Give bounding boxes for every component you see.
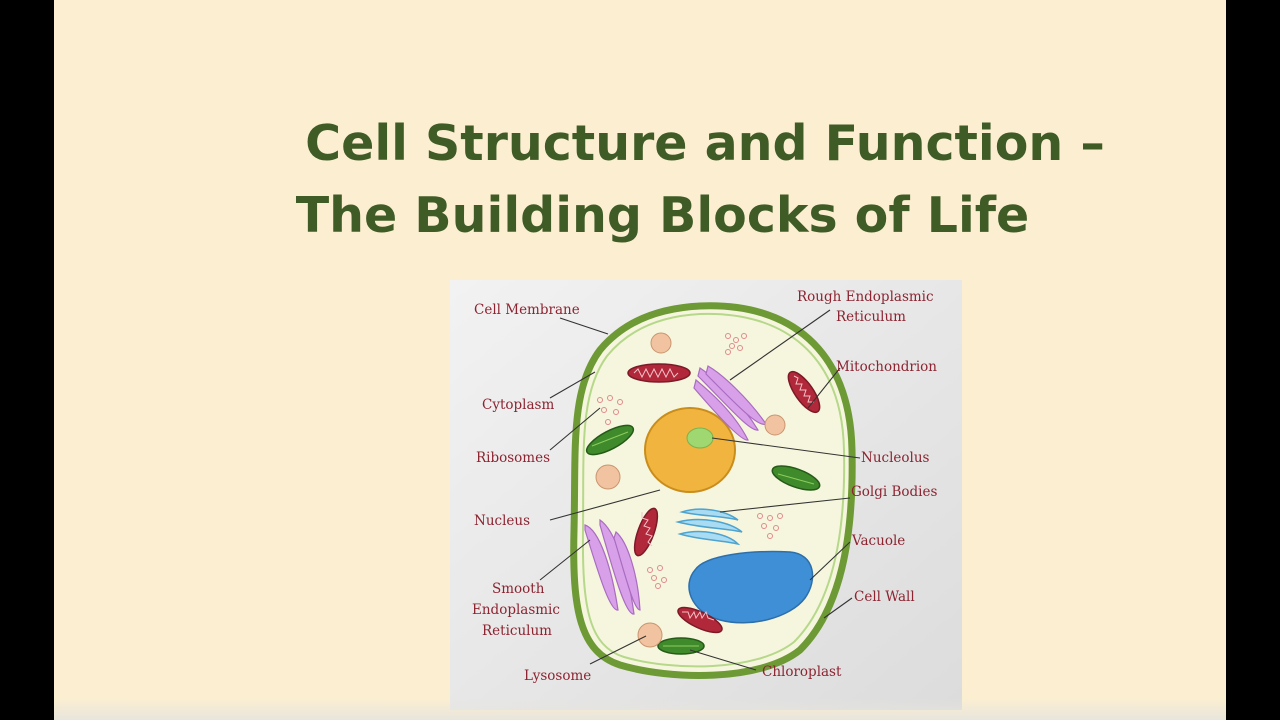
leader-lines [539,309,861,671]
nucleus [644,407,736,493]
rough-er [693,365,767,441]
title-line-2: The Building Blocks of Life [295,187,1030,244]
smooth-er [584,518,641,615]
label-rough-er-line1: Rough Endoplasmic [797,289,934,305]
label-smooth-er-line2: Endoplasmic [472,602,560,618]
title-line-1: Cell Structure and Function – [305,115,1105,172]
label-golgi-bodies: Golgi Bodies [851,484,937,500]
slide: Cell Structure and Function – The Buildi… [54,0,1226,720]
label-vacuole: Vacuole [851,533,905,549]
ribosomes [597,333,783,589]
label-rough-er-line2: Reticulum [836,309,906,325]
label-smooth-er-line3: Reticulum [482,623,552,639]
cell-membrane [581,312,846,668]
label-lysosome: Lysosome [524,668,591,684]
label-smooth-er-line1: Smooth [492,581,545,597]
label-ribosomes: Ribosomes [476,450,550,466]
bottom-fade [54,698,1226,720]
vacuole [688,550,814,624]
lysosomes [595,332,786,648]
slide-title: Cell Structure and Function – The Buildi… [54,108,1226,252]
plant-cell-diagram: Cell Membrane Rough Endoplasmic Reticulu… [450,280,962,710]
label-nucleolus: Nucleolus [861,450,930,466]
label-cytoplasm: Cytoplasm [482,397,554,413]
label-nucleus: Nucleus [474,513,530,529]
label-mitochondrion: Mitochondrion [836,359,937,375]
nucleolus [686,427,714,449]
label-cell-wall: Cell Wall [854,589,915,605]
label-chloroplast: Chloroplast [762,664,842,680]
label-cell-membrane: Cell Membrane [474,302,580,318]
golgi-bodies [675,508,743,546]
